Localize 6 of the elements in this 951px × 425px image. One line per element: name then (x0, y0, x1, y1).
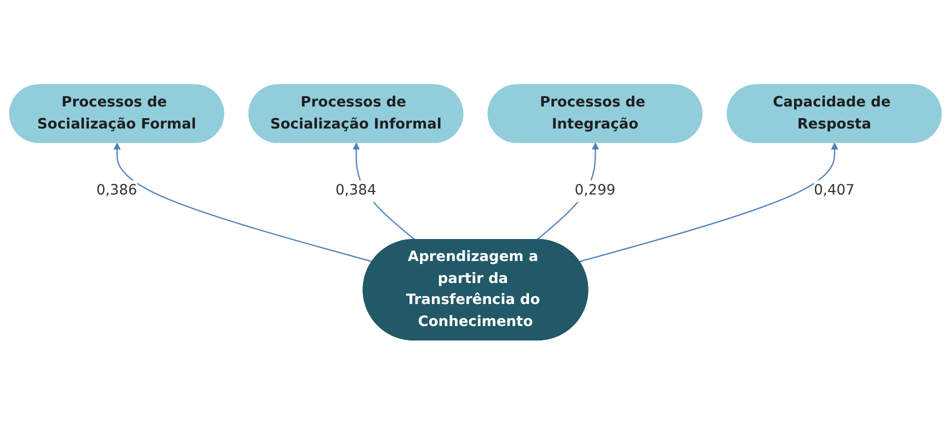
edge-label: 0,407 (814, 182, 855, 199)
arrow (579, 142, 838, 262)
edge-label: 0,299 (574, 182, 616, 199)
arrow (113, 142, 373, 262)
edge-label: 0,386 (96, 182, 138, 199)
edge-label: 0,384 (336, 182, 376, 199)
